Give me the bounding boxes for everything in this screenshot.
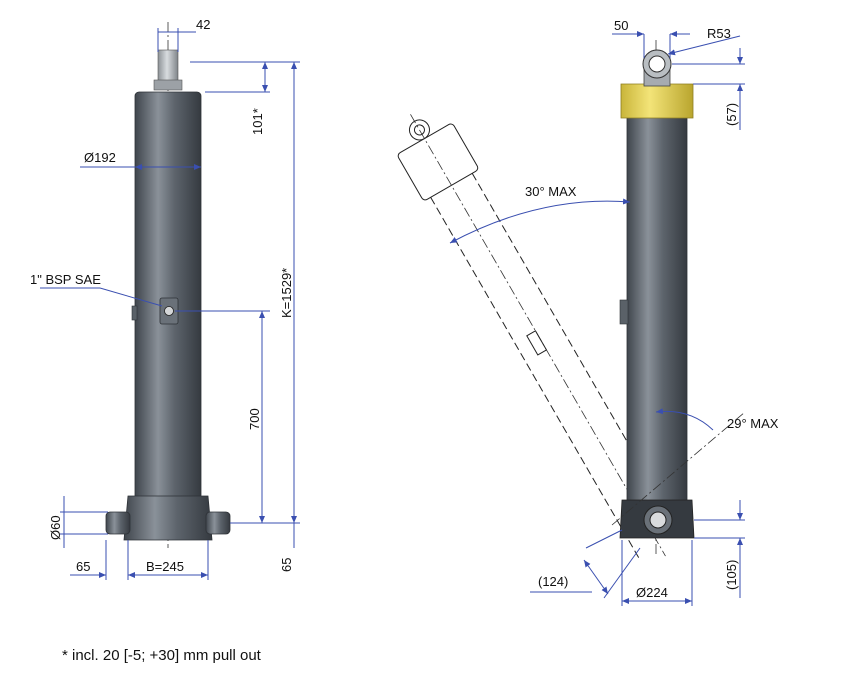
yellow-collar: [620, 83, 694, 119]
trunnion-pin-left: [105, 511, 131, 535]
piston-rod: [157, 49, 179, 85]
eye-radius-label: R53: [707, 26, 731, 41]
tilt-angle-label: 30° MAX: [525, 184, 577, 199]
swing-angle-label: 29° MAX: [727, 416, 779, 431]
right-cylinder-view: [397, 40, 695, 560]
front-cylinder-barrel: [626, 109, 688, 507]
total-length-label: K=1529*: [279, 268, 294, 318]
right-dimensions: 50 R53 (57) 30° MAX 29° MAX (124) Ø224: [449, 18, 779, 606]
left-cylinder-view: [105, 22, 231, 548]
cylinder-barrel: [134, 91, 202, 501]
bottom-height-label: (105): [724, 560, 739, 590]
bottom-offset-label: 65: [279, 558, 294, 572]
barrel-diameter-label: Ø192: [84, 150, 116, 165]
side-offset-label: 65: [76, 559, 90, 574]
port-height-label: 700: [247, 408, 262, 430]
footnote: * incl. 20 [-5; +30] mm pull out: [62, 647, 261, 664]
left-dimensions: 42 Ø192 1" BSP SAE 101* K=1529* 700 Ø60: [30, 17, 300, 580]
trunnion-pin-right: [205, 511, 231, 535]
stroke-height-label: 101*: [250, 108, 265, 135]
bottom-diameter-label: Ø224: [636, 585, 668, 600]
cylinder-base: [123, 495, 213, 541]
rod-width-label: 42: [196, 17, 210, 32]
base-width-label: B=245: [146, 559, 184, 574]
pin-diameter-label: Ø60: [48, 515, 63, 540]
port-label: 1" BSP SAE: [30, 272, 101, 287]
eye-height-label: (57): [724, 103, 739, 126]
eye-width-label: 50: [614, 18, 628, 33]
eye-offset-label: (124): [538, 574, 568, 589]
